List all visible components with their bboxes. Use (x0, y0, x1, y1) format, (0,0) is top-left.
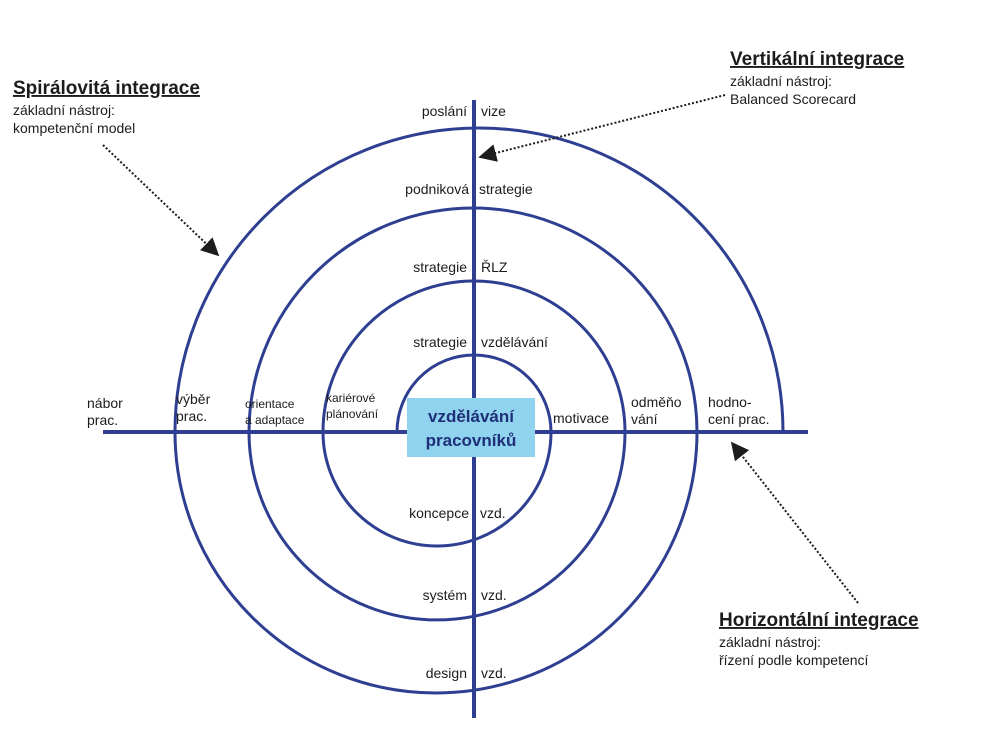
vaxis-bottom-1-right: vzd. (481, 587, 507, 603)
horizontal-integration-line1: základní nástroj: (719, 634, 821, 650)
vaxis-bottom-2-left: design (426, 665, 467, 681)
vaxis-top-0-left: poslání (422, 103, 467, 119)
center-box (407, 398, 535, 457)
vertical-integration-line1: základní nástroj: (730, 73, 832, 89)
spiral-integration-line1: základní nástroj: (13, 102, 115, 118)
center-label-line2: pracovníků (426, 431, 517, 450)
spiral-integration-line2: kompetenční model (13, 120, 135, 136)
vaxis-bottom-2-right: vzd. (481, 665, 507, 681)
horizontal-integration-arrow (730, 441, 859, 604)
vaxis-top-2-right: ŘLZ (481, 259, 508, 275)
vaxis-top-3-right: vzdělávání (481, 334, 548, 350)
vertical-integration-title: Vertikální integrace (730, 49, 904, 70)
haxis-left-1-line2: prac. (176, 408, 207, 424)
haxis-left-0-line1: nábor (87, 395, 123, 411)
haxis-left-1-line1: výběr (176, 391, 211, 407)
haxis-right-2-line1: hodno- (708, 394, 752, 410)
horizontal-integration-title: Horizontální integrace (719, 610, 919, 631)
vaxis-bottom-0-right: vzd. (480, 505, 506, 521)
haxis-right-2-line2: cení prac. (708, 411, 769, 427)
haxis-left-2-line2: a adaptace (245, 413, 305, 427)
vaxis-bottom-1-left: systém (423, 587, 467, 603)
haxis-right-0-line1: motivace (553, 410, 609, 426)
haxis-right-1-line2: vání (631, 411, 658, 427)
center-label-line1: vzdělávání (428, 407, 515, 426)
vaxis-top-1-left: podniková (405, 181, 469, 197)
haxis-left-0-line2: prac. (87, 412, 118, 428)
spiral-integration-arrow (102, 144, 220, 257)
spiral-integration-title: Spirálovitá integrace (13, 78, 200, 99)
spiral-curve (173, 126, 785, 695)
vaxis-bottom-0-left: koncepce (409, 505, 469, 521)
vertical-integration-arrow (478, 94, 726, 162)
haxis-left-2-line1: orientace (245, 397, 295, 411)
haxis-left-3-line2: plánování (326, 407, 379, 421)
horizontal-integration-line2: řízení podle kompetencí (719, 652, 869, 668)
vaxis-top-3-left: strategie (413, 334, 467, 350)
haxis-right-1-line1: odměňo (631, 394, 682, 410)
haxis-left-3-line1: kariérové (326, 391, 376, 405)
vaxis-top-2-left: strategie (413, 259, 467, 275)
vaxis-top-0-right: vize (481, 103, 506, 119)
vaxis-top-1-right: strategie (479, 181, 533, 197)
vertical-integration-line2: Balanced Scorecard (730, 91, 856, 107)
